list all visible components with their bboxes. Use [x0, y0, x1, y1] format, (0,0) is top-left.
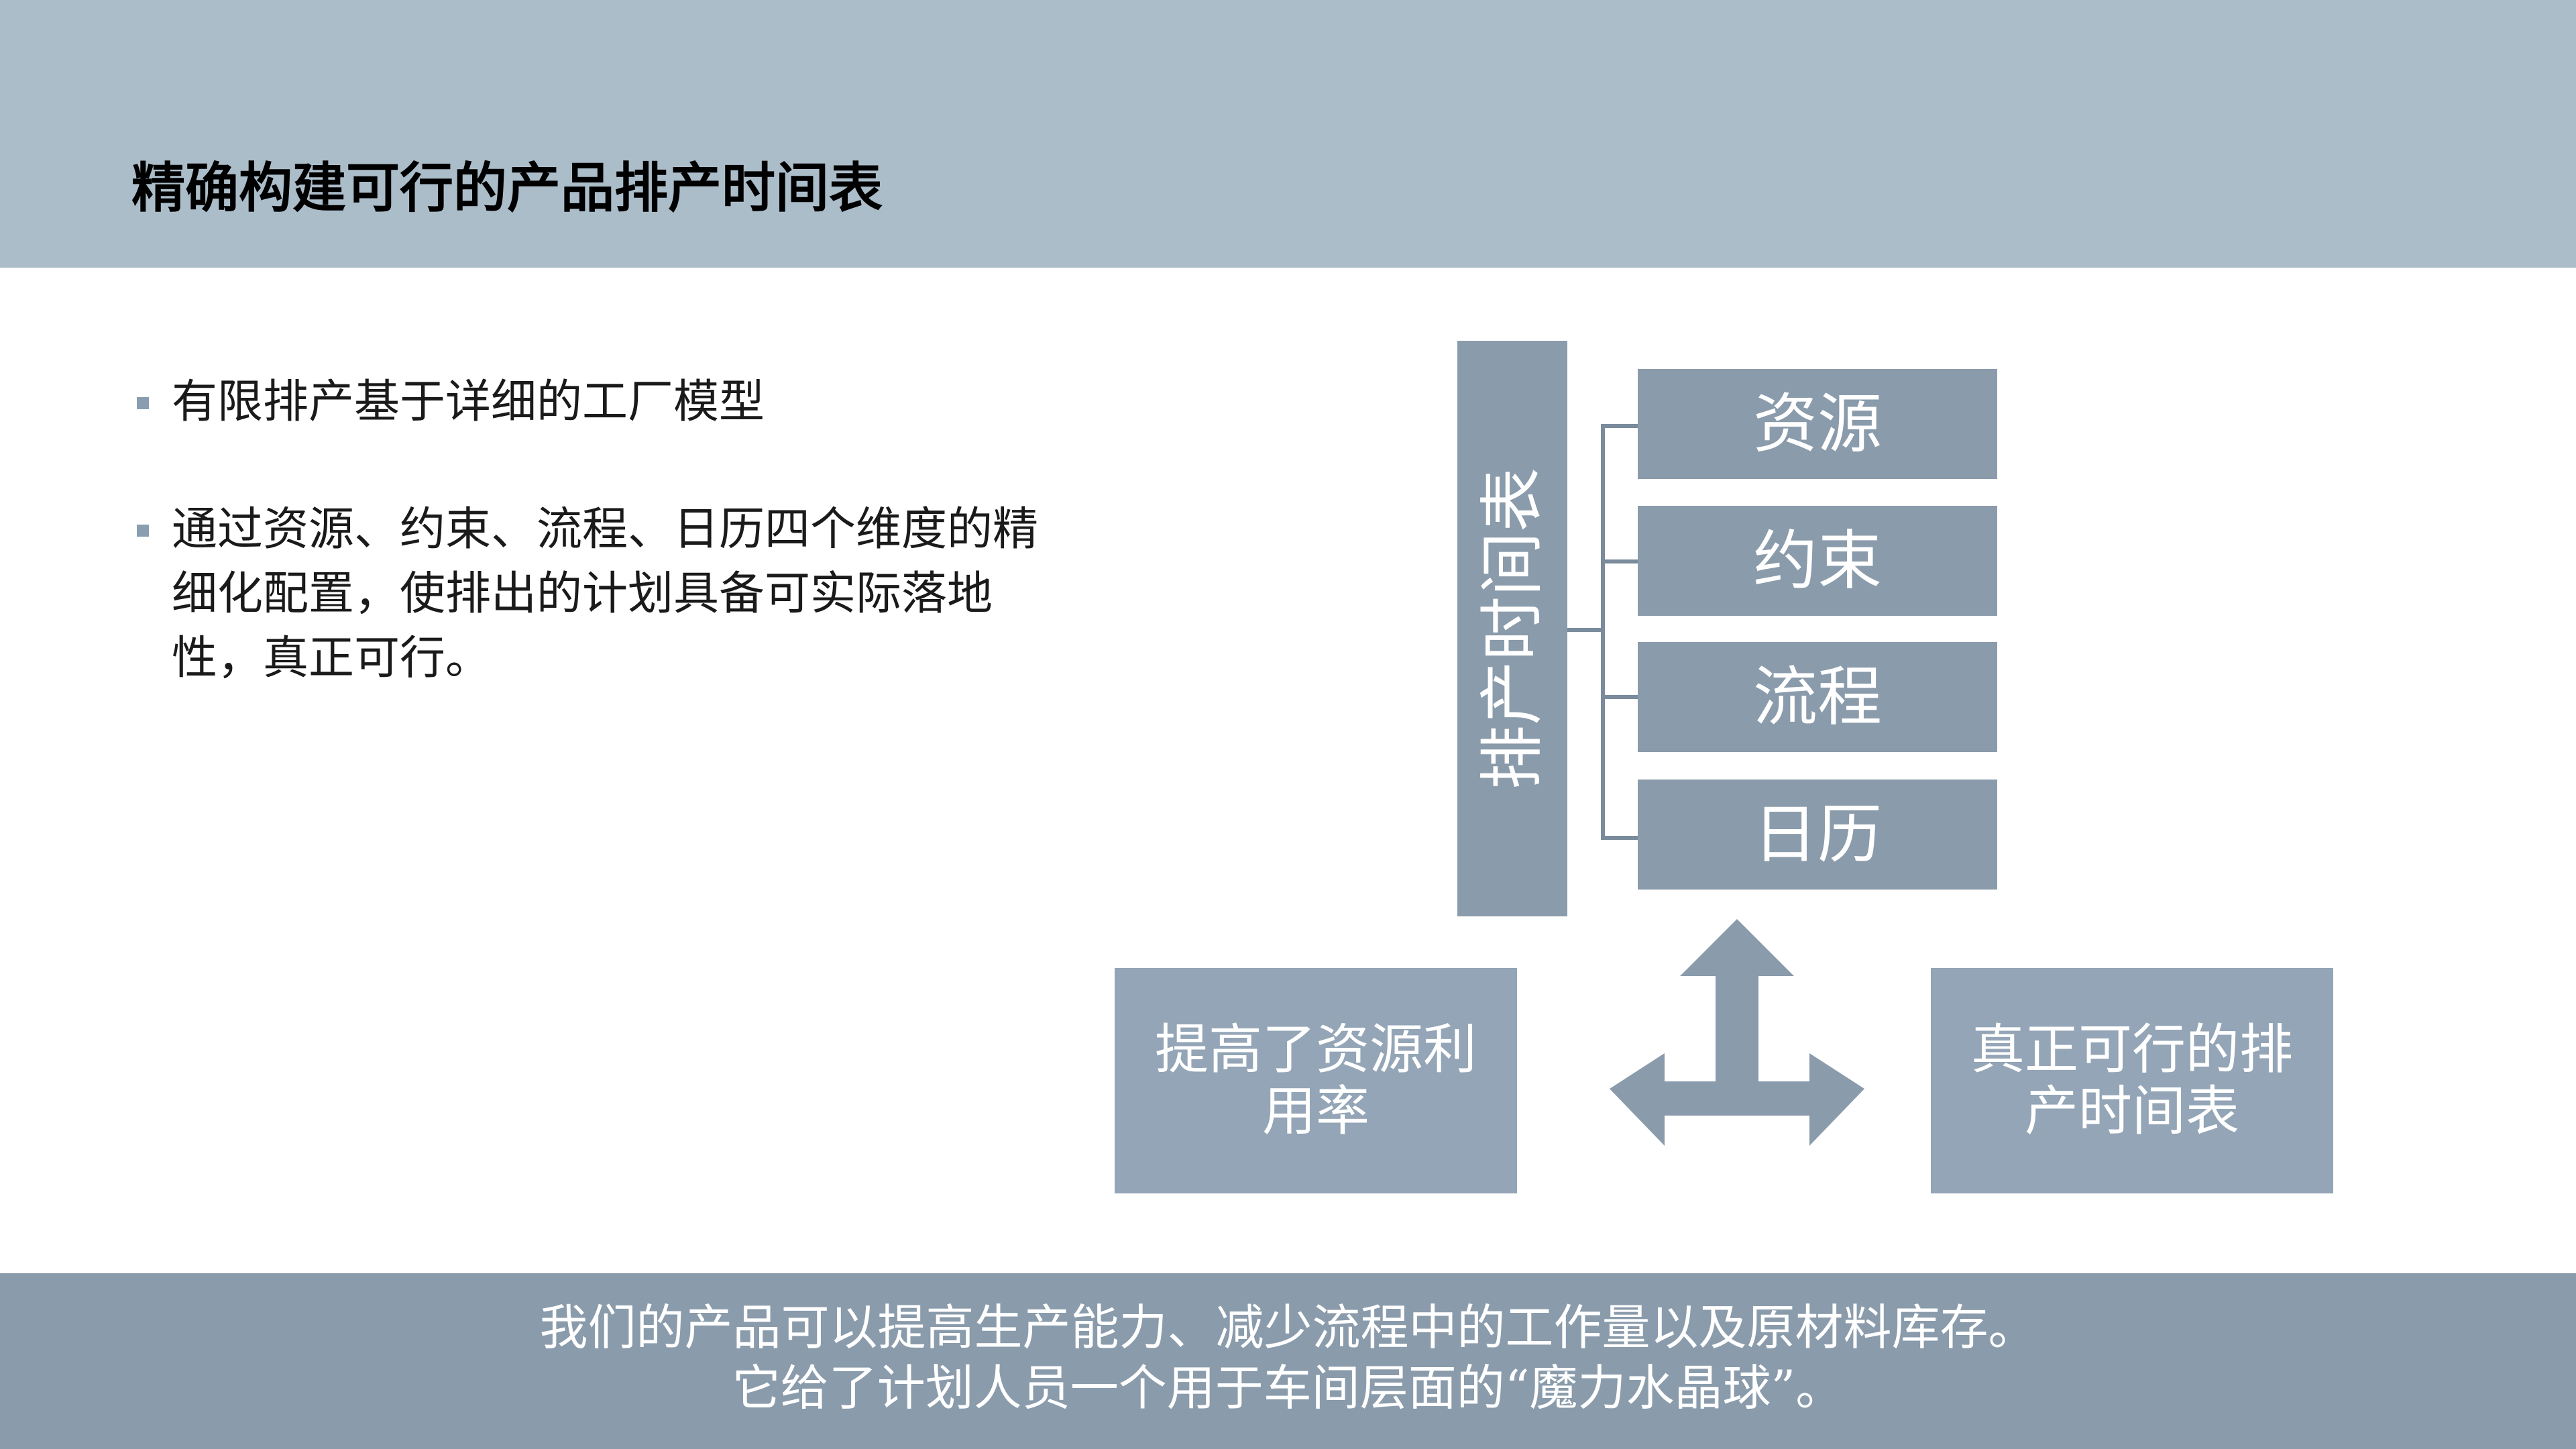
footer-band: 我们的产品可以提高生产能力、减少流程中的工作量以及原材料库存。 它给了计划人员一… — [0, 1273, 2576, 1449]
page-title: 精确构建可行的产品排产时间表 — [131, 156, 883, 219]
bullet-text: 通过资源、约束、流程、日历四个维度的精细化配置，使排出的计划具备可实际落地性，真… — [172, 503, 1039, 685]
header-band: 精确构建可行的产品排产时间表 — [0, 0, 2576, 268]
square-bullet-icon — [137, 397, 149, 409]
dimension-box-constraint: 约束 — [1638, 506, 1997, 616]
schedule-root-box: 排产时间表 — [1457, 341, 1567, 916]
bullet-item: 通过资源、约束、流程、日历四个维度的精细化配置，使排出的计划具备可实际落地性，真… — [134, 498, 1086, 691]
connector-line — [1601, 424, 1605, 840]
connector-line — [1601, 695, 1638, 699]
square-bullet-icon — [137, 525, 149, 537]
dimension-box-calendar: 日历 — [1638, 780, 1997, 890]
dimension-box-process: 流程 — [1638, 642, 1997, 752]
connector-line — [1601, 836, 1638, 840]
bullet-item: 有限排产基于详细的工厂模型 — [134, 370, 1086, 435]
schedule-root-label: 排产时间表 — [1475, 468, 1550, 790]
footer-line-2: 它给了计划人员一个用于车间层面的“魔力水晶球”。 — [732, 1360, 1844, 1416]
connector-line — [1601, 424, 1638, 428]
connector-line — [1567, 628, 1605, 632]
dimension-box-resource: 资源 — [1638, 369, 1997, 479]
three-way-arrow-icon — [1610, 919, 1864, 1146]
connector-line — [1601, 559, 1638, 564]
outcome-box-utilization: 提高了资源利用率 — [1115, 968, 1517, 1193]
bullet-list: 有限排产基于详细的工厂模型 通过资源、约束、流程、日历四个维度的精细化配置，使排… — [134, 370, 1086, 754]
footer-line-1: 我们的产品可以提高生产能力、减少流程中的工作量以及原材料库存。 — [539, 1299, 2037, 1356]
bullet-text: 有限排产基于详细的工厂模型 — [172, 376, 765, 429]
outcome-box-feasible-schedule: 真正可行的排产时间表 — [1931, 968, 2333, 1193]
